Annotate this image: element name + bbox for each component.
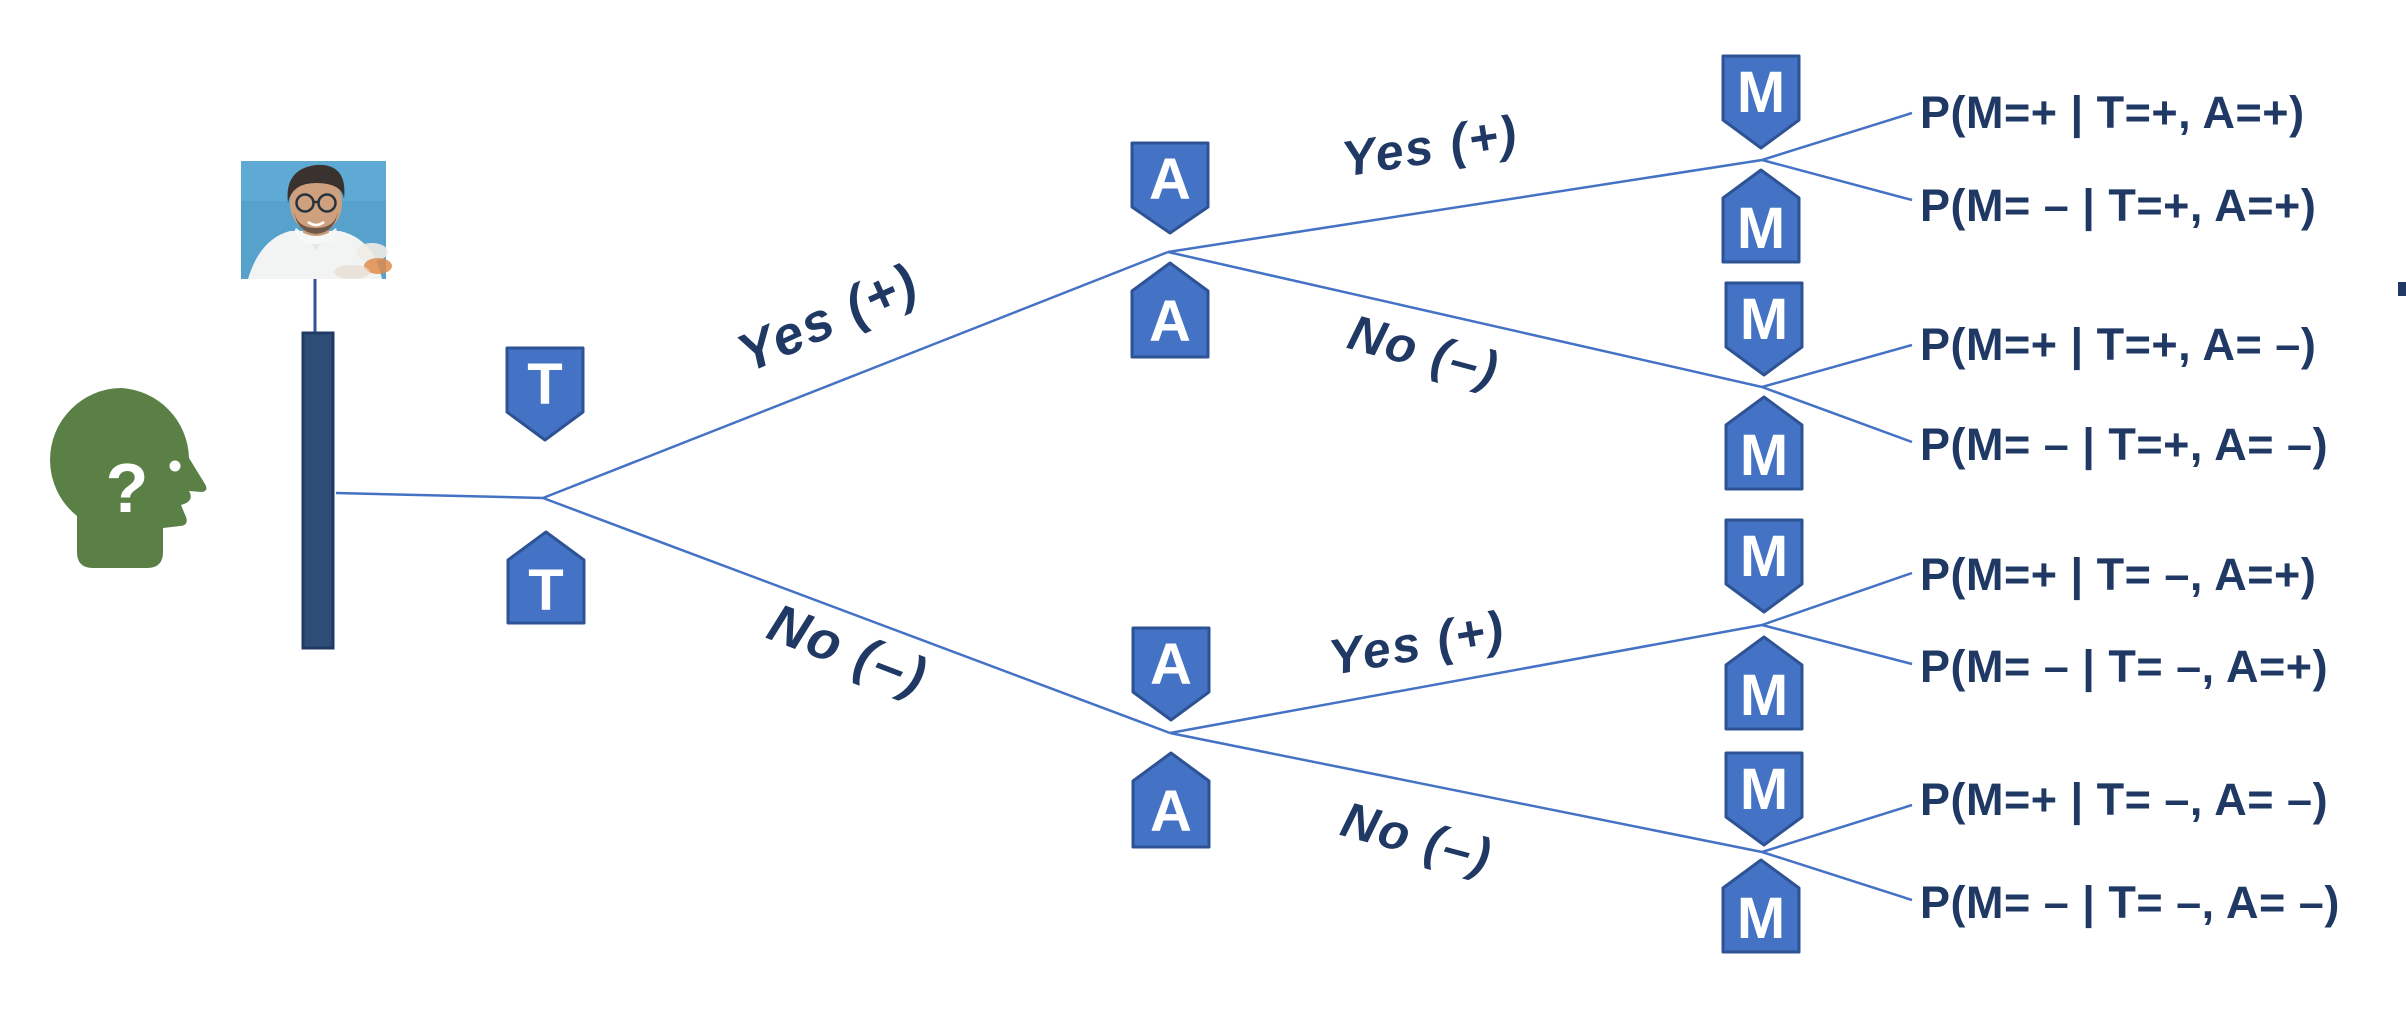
badge-letter-t: T <box>528 558 563 623</box>
fan-line-7 <box>1761 803 1913 854</box>
clipped-shape-edge <box>2398 282 2406 296</box>
photo-blur-orange <box>364 258 392 274</box>
fan-line-4 <box>1761 385 1913 444</box>
node-badge-m-4: M <box>1724 395 1804 491</box>
photo-mask <box>294 228 337 244</box>
branch-t-no-line <box>542 496 1171 735</box>
branch-t-yes-line <box>542 250 1169 500</box>
node-badge-t-positive: T <box>505 346 585 442</box>
fan-line-6 <box>1761 623 1913 666</box>
photo-hair <box>287 164 345 203</box>
badge-letter-a: A <box>1150 779 1192 844</box>
outcome-label-3: P(M=+ | T=+, A= –) <box>1920 319 2317 370</box>
head-eye-dot <box>169 460 181 472</box>
barrier-bar <box>301 331 335 650</box>
badge-letter-m: M <box>1737 60 1785 125</box>
head-silhouette <box>49 388 207 568</box>
node-badge-a-upper-positive: A <box>1130 141 1210 235</box>
photo-blur-tan <box>334 265 370 279</box>
photo-smile <box>307 220 325 227</box>
photo-beard <box>294 210 338 234</box>
branch-a-upper-yes-line <box>1167 158 1763 254</box>
node-badge-m-8: M <box>1721 858 1801 954</box>
branch-a-lower-no-line <box>1169 731 1763 854</box>
badge-letter-m: M <box>1740 663 1788 728</box>
fan-line-8 <box>1761 850 1913 902</box>
badge-letter-m: M <box>1737 886 1785 951</box>
branch-a-upper-no-line <box>1167 250 1763 389</box>
badge-letter-m: M <box>1740 524 1788 589</box>
badge-letter-m: M <box>1740 287 1788 352</box>
badge-letter-m: M <box>1737 196 1785 261</box>
node-badge-a-lower-positive: A <box>1131 626 1211 722</box>
fan-line-1 <box>1761 111 1913 162</box>
doctor-photo <box>241 161 392 279</box>
node-badge-t-negative: T <box>506 530 586 625</box>
node-badge-m-7: M <box>1724 751 1804 847</box>
outcome-label-7: P(M=+ | T= –, A= –) <box>1920 774 2329 825</box>
head-question-mark: ? <box>106 449 149 527</box>
badge-letter-t: T <box>527 352 562 417</box>
fan-line-2 <box>1761 158 1913 202</box>
badge-letter-a: A <box>1150 632 1192 697</box>
fan-line-5 <box>1761 571 1913 627</box>
photo-blur-white <box>356 243 388 261</box>
branch-a-lower-yes-line <box>1169 623 1763 735</box>
root-line <box>335 491 544 500</box>
node-badge-a-upper-negative: A <box>1130 261 1210 359</box>
badge-letter-a: A <box>1149 147 1191 212</box>
badge-letter-m: M <box>1740 423 1788 488</box>
fan-line-3 <box>1761 343 1913 389</box>
outcome-label-1: P(M=+ | T=+, A=+) <box>1920 87 2305 138</box>
badge-letter-m: M <box>1740 757 1788 822</box>
badge-letter-a: A <box>1149 289 1191 354</box>
node-badge-m-3: M <box>1724 281 1804 377</box>
node-badge-a-lower-negative: A <box>1131 751 1211 849</box>
outcome-label-2: P(M= – | T=+, A=+) <box>1920 180 2317 231</box>
thinking-head-icon: ? <box>49 388 207 568</box>
node-badge-m-2: M <box>1721 168 1801 264</box>
outcome-label-5: P(M=+ | T= –, A=+) <box>1920 549 2317 600</box>
node-badge-m-5: M <box>1724 518 1804 614</box>
outcome-label-4: P(M= – | T=+, A= –) <box>1920 419 2329 470</box>
outcome-label-8: P(M= – | T= –, A= –) <box>1920 877 2340 928</box>
outcome-label-6: P(M= – | T= –, A=+) <box>1920 641 2329 692</box>
node-badge-m-6: M <box>1724 635 1804 731</box>
node-badge-m-1: M <box>1721 54 1801 150</box>
